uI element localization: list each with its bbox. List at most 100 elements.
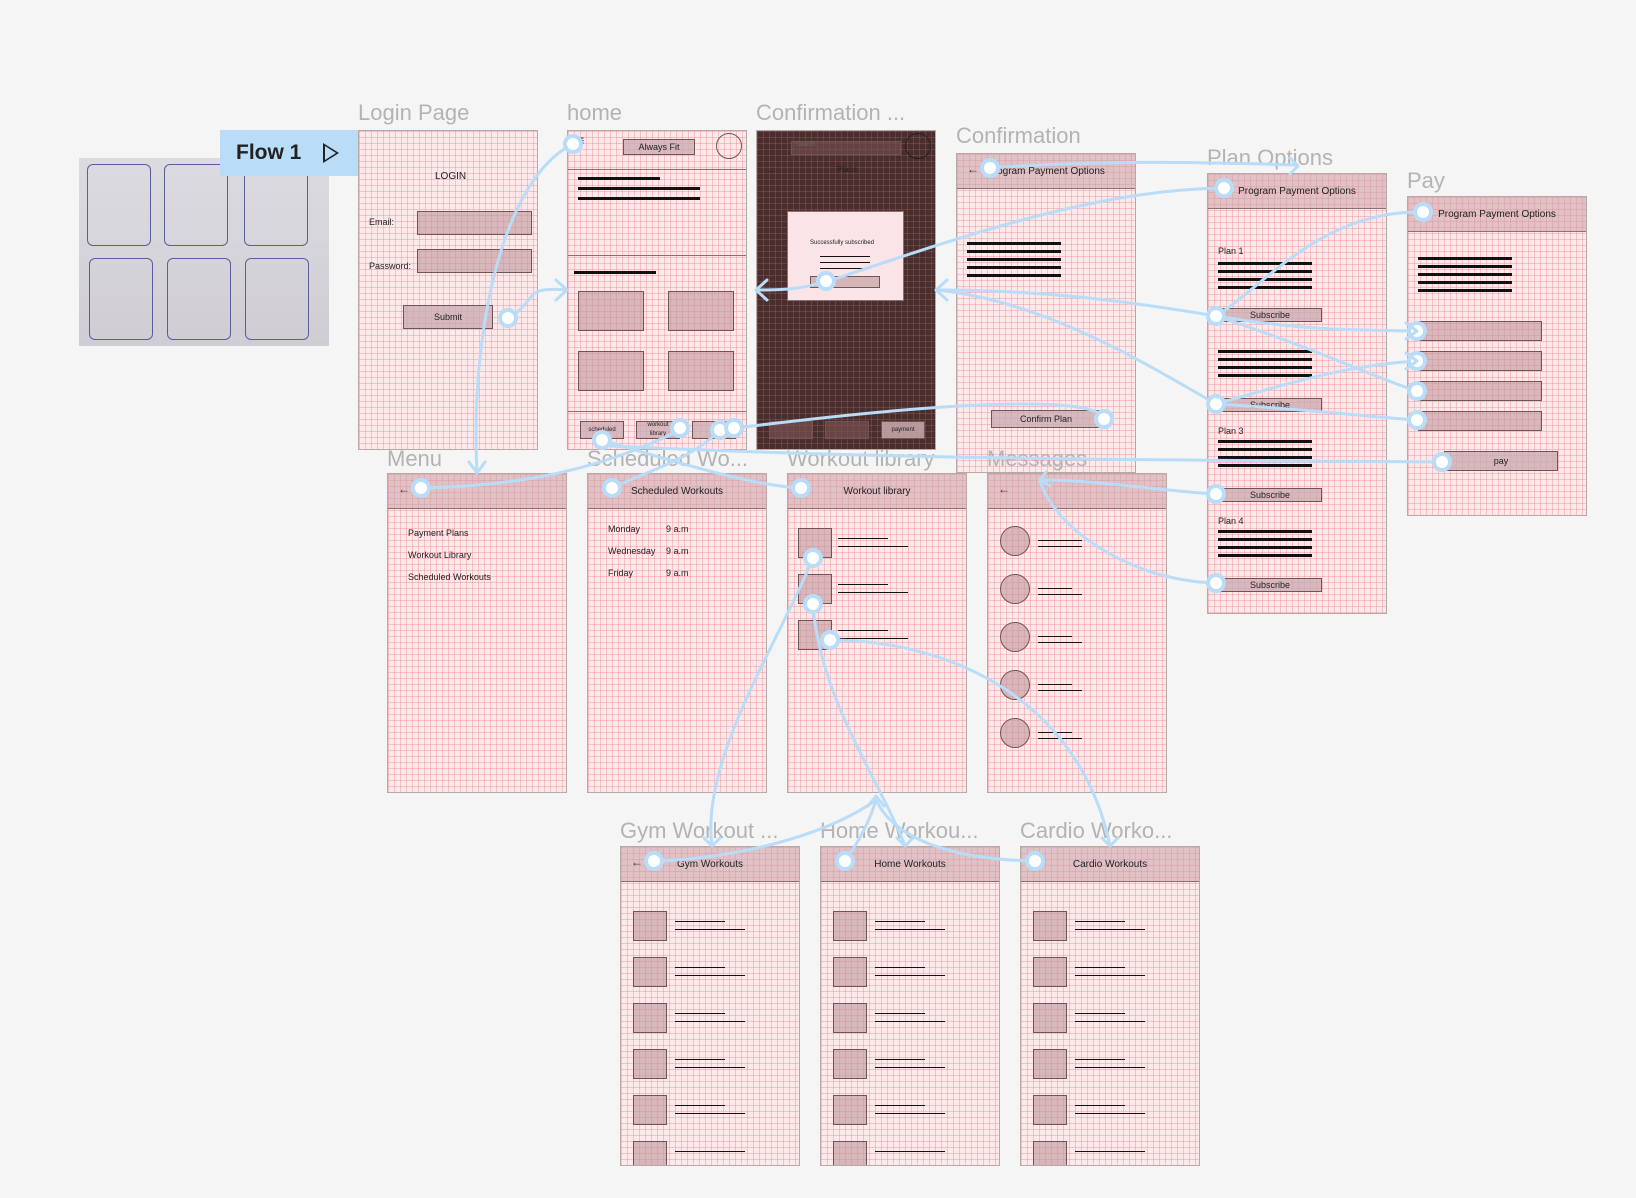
card-name-field[interactable] (1418, 351, 1542, 371)
back-arrow-icon[interactable]: ← (1418, 205, 1430, 219)
text-line (675, 1067, 745, 1068)
text-line (820, 262, 870, 263)
exercise-thumbnail[interactable] (833, 1049, 867, 1079)
home-thumbnail[interactable] (798, 574, 832, 604)
exercise-thumbnail[interactable] (833, 1141, 867, 1165)
cardio-workouts-frame[interactable]: ← Cardio Workouts (1020, 846, 1200, 1166)
confirm-plan-button[interactable]: Confirm Plan (991, 410, 1101, 428)
header-title: Workout library (843, 485, 911, 497)
menu-item-scheduled-workouts[interactable]: Scheduled Workouts (408, 572, 491, 582)
scheduled-frame[interactable]: Scheduled Workouts Monday 9 a.m Wednesda… (587, 473, 767, 793)
back-arrow-icon[interactable]: ← (398, 482, 410, 496)
exercise-thumbnail[interactable] (633, 1003, 667, 1033)
text-line (1218, 270, 1312, 273)
text-line (1418, 257, 1512, 260)
card-image[interactable] (578, 351, 644, 391)
search-input[interactable]: Search (791, 141, 901, 155)
menu-frame[interactable]: ← Payment Plans Workout Library Schedule… (387, 473, 567, 793)
exercise-thumbnail[interactable] (833, 957, 867, 987)
submit-button[interactable]: Submit (403, 305, 493, 329)
exercise-thumbnail[interactable] (1033, 1003, 1067, 1033)
nav-payment-label: payment (891, 426, 915, 433)
card-image[interactable] (668, 351, 734, 391)
expiry-field[interactable] (1418, 381, 1542, 401)
avatar[interactable] (1000, 670, 1030, 700)
confirmation-modal-frame[interactable]: Search ← Plans Successfully subscribed p… (756, 130, 936, 450)
arrowhead (467, 460, 487, 475)
password-field[interactable] (417, 249, 532, 273)
cardio-thumbnail[interactable] (798, 620, 832, 650)
back-arrow-icon[interactable]: ← (767, 165, 776, 175)
menu-item-payment-plans[interactable]: Payment Plans (408, 528, 469, 538)
frame-title-scheduled: Scheduled Wo... (587, 446, 749, 471)
password-label: Password: (369, 261, 412, 271)
back-arrow-icon[interactable]: ← (967, 162, 979, 176)
exercise-thumbnail[interactable] (1033, 957, 1067, 987)
exercise-thumbnail[interactable] (633, 1049, 667, 1079)
subscribe-button[interactable]: Subscribe (1218, 578, 1322, 592)
avatar[interactable] (1000, 526, 1030, 556)
exercise-thumbnail[interactable] (833, 1003, 867, 1033)
card-number-field[interactable] (1418, 321, 1542, 341)
text-line (1218, 366, 1312, 369)
cvv-field[interactable] (1418, 411, 1542, 431)
nav-messages-button[interactable] (692, 421, 736, 439)
text-line (875, 1021, 945, 1022)
back-arrow-icon[interactable]: ← (631, 855, 643, 869)
plan-options-frame[interactable]: ← Program Payment Options Plan 1 Subscri… (1207, 173, 1387, 614)
card-image[interactable] (578, 291, 644, 331)
card-image[interactable] (668, 291, 734, 331)
exercise-thumbnail[interactable] (1033, 1141, 1067, 1165)
pay-button[interactable]: pay (1444, 451, 1558, 471)
profile-icon[interactable] (905, 133, 931, 159)
workout-library-frame[interactable]: ← Workout library (787, 473, 967, 793)
gym-header: ← Gym Workouts (621, 847, 799, 882)
exercise-thumbnail[interactable] (1033, 1049, 1067, 1079)
avatar[interactable] (1000, 718, 1030, 748)
subscribe-button[interactable]: Subscribe (1218, 398, 1322, 412)
nav-scheduled-button[interactable]: scheduled (580, 421, 624, 439)
gym-workouts-frame[interactable]: ← Gym Workouts (620, 846, 800, 1166)
exercise-thumbnail[interactable] (833, 911, 867, 941)
email-field[interactable] (417, 211, 532, 235)
text-line (675, 1059, 725, 1060)
back-arrow-icon[interactable]: ← (998, 482, 1010, 496)
hamburger-icon[interactable]: ≡ (576, 132, 585, 148)
back-arrow-icon[interactable]: ← (798, 482, 810, 496)
avatar[interactable] (1000, 622, 1030, 652)
nav-payment-button[interactable]: payment (881, 421, 925, 439)
home-frame[interactable]: ≡ Always Fit scheduled workout library (567, 130, 747, 450)
text-line (1038, 588, 1072, 589)
nav-scheduled-button[interactable] (769, 421, 813, 439)
exercise-thumbnail[interactable] (1033, 911, 1067, 941)
avatar[interactable] (1000, 574, 1030, 604)
confirmation-frame[interactable]: ← Program Payment Options Confirm Plan (956, 153, 1136, 473)
exercise-thumbnail[interactable] (833, 1095, 867, 1125)
subscribe-button[interactable]: Subscribe (1218, 308, 1322, 322)
flow-start-button[interactable]: Flow 1 (220, 130, 358, 176)
exercise-thumbnail[interactable] (633, 1141, 667, 1165)
home-workouts-frame[interactable]: Home Workouts (820, 846, 1000, 1166)
back-arrow-icon[interactable]: ← (1031, 855, 1043, 869)
profile-icon[interactable] (716, 133, 742, 159)
gym-thumbnail[interactable] (798, 528, 832, 558)
text-line (1218, 350, 1312, 353)
nav-library-button[interactable] (825, 421, 869, 439)
exercise-thumbnail[interactable] (1033, 1095, 1067, 1125)
exercise-thumbnail[interactable] (633, 1095, 667, 1125)
text-line (1218, 278, 1312, 281)
nav-library-button[interactable]: workout library (636, 421, 680, 439)
login-frame[interactable]: LOGIN Email: Password: Submit (358, 130, 538, 450)
text-line (1218, 546, 1312, 549)
messages-frame[interactable]: ← (987, 473, 1167, 793)
back-arrow-icon[interactable]: ← (1218, 182, 1230, 196)
text-line (1075, 975, 1145, 976)
search-placeholder: Search (796, 142, 816, 148)
frame-title-login: Login Page (358, 100, 470, 125)
menu-item-workout-library[interactable]: Workout Library (408, 550, 472, 560)
subscribe-button[interactable]: Subscribe (1218, 488, 1322, 502)
exercise-thumbnail[interactable] (633, 957, 667, 987)
pay-frame[interactable]: ← Program Payment Options pay (1407, 196, 1587, 516)
dialog-ok-button[interactable] (810, 276, 880, 288)
exercise-thumbnail[interactable] (633, 911, 667, 941)
